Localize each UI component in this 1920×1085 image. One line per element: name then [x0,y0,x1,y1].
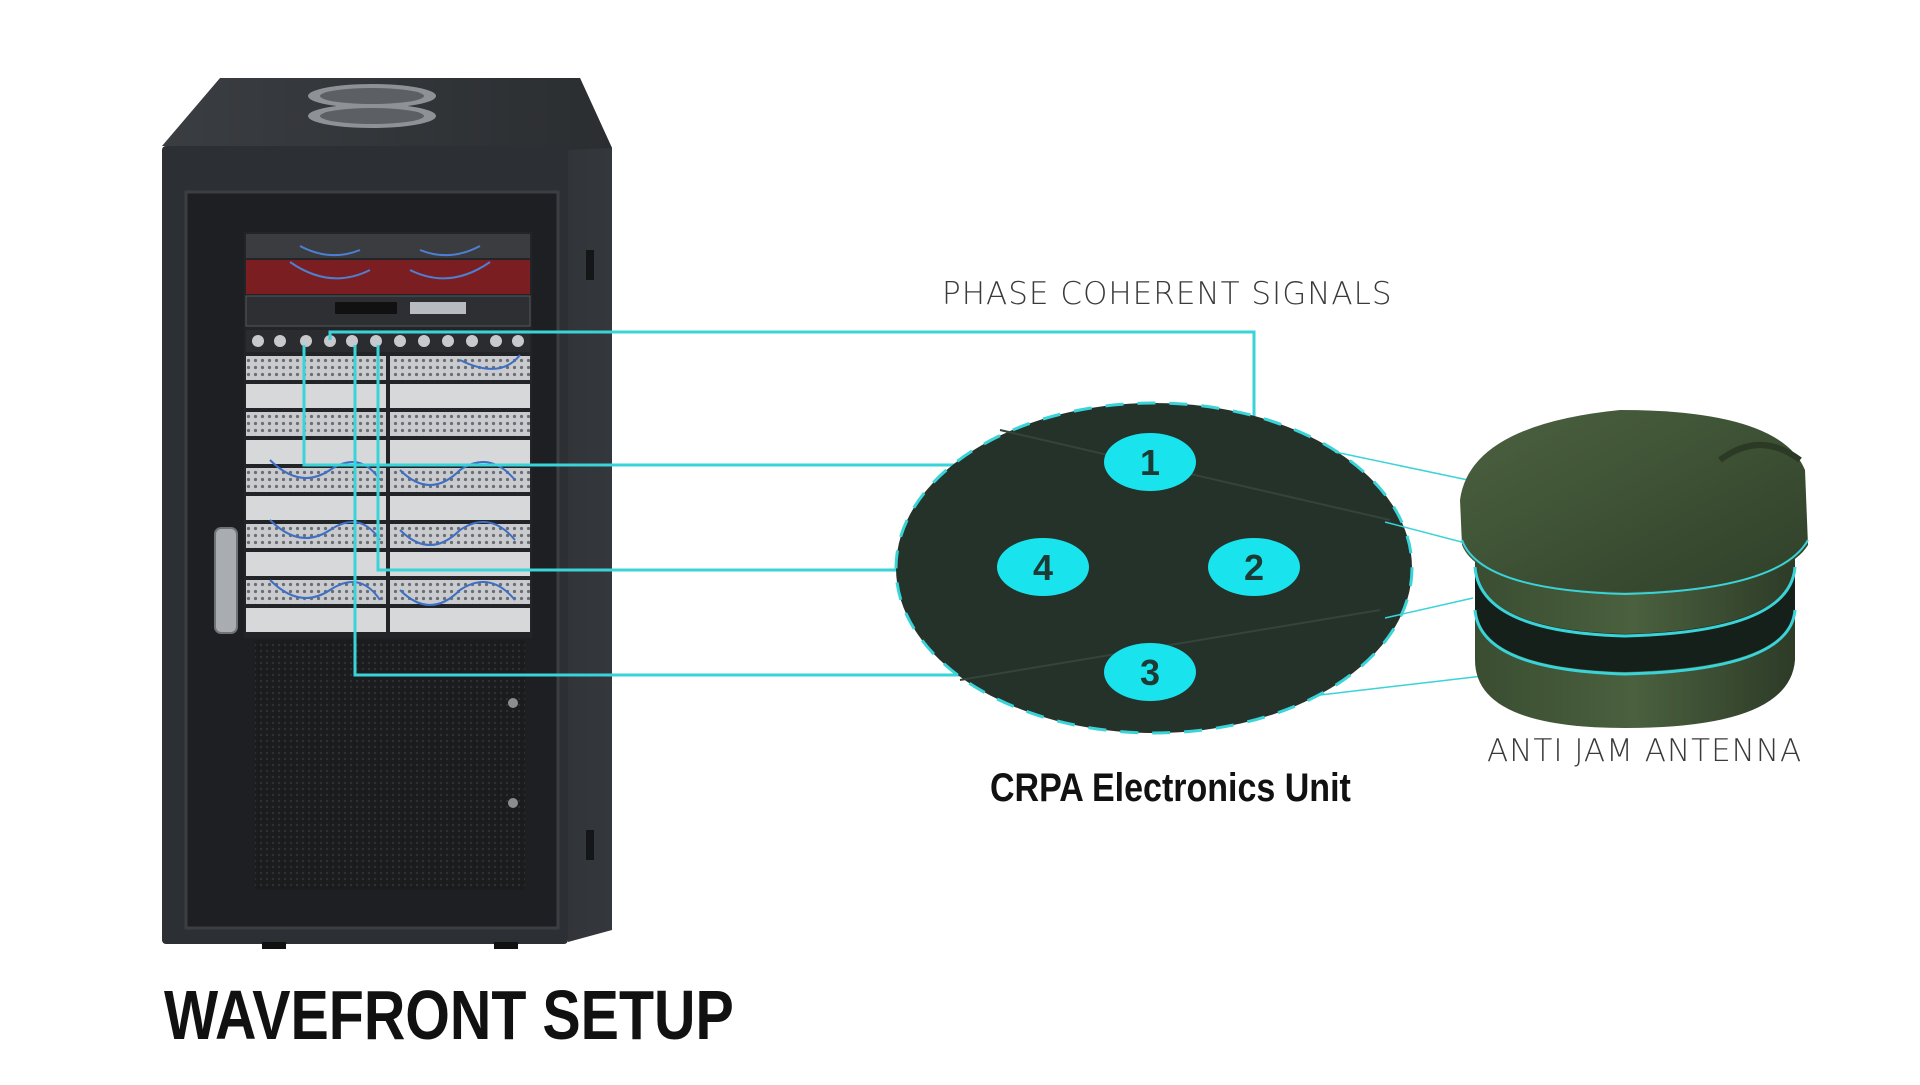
rack-door-mesh [255,640,525,890]
element-3-label: 3 [1140,652,1160,693]
element-1: 1 [1104,433,1196,491]
rack-patch-panel [246,234,530,258]
rack-side-panel [220,78,612,942]
antenna-puck-icon [1460,410,1809,728]
rack-modules [246,356,530,632]
element-1-label: 1 [1140,442,1160,483]
rack-door-handle [214,527,238,634]
antenna-dome [1460,410,1808,592]
antenna-elements: 1 2 4 3 [997,433,1300,701]
antenna-band [1475,565,1795,672]
crpa-disc [894,401,1414,735]
rack-connector-row [246,330,530,352]
phase-coherent-signals-label: PHASE COHERENT SIGNALS [942,276,1393,312]
element-2-label: 2 [1244,547,1264,588]
element-4-label: 4 [1033,547,1053,588]
rack-cables [269,354,521,606]
rack-red-unit [246,260,530,294]
server-rack-icon [162,78,612,949]
crpa-electronics-unit [894,401,1414,735]
element-4: 4 [997,538,1089,596]
anti-jam-antenna-label: ANTI JAM ANTENNA [1487,733,1803,769]
element-2: 2 [1208,538,1300,596]
wavefront-setup-title: WAVEFRONT SETUP [164,976,734,1054]
element-3: 3 [1104,643,1196,701]
signal-line-1 [302,345,1120,467]
signal-line-4 [376,345,1012,572]
signal-line-3 [353,345,1120,677]
crpa-unit-label: CRPA Electronics Unit [990,766,1351,810]
